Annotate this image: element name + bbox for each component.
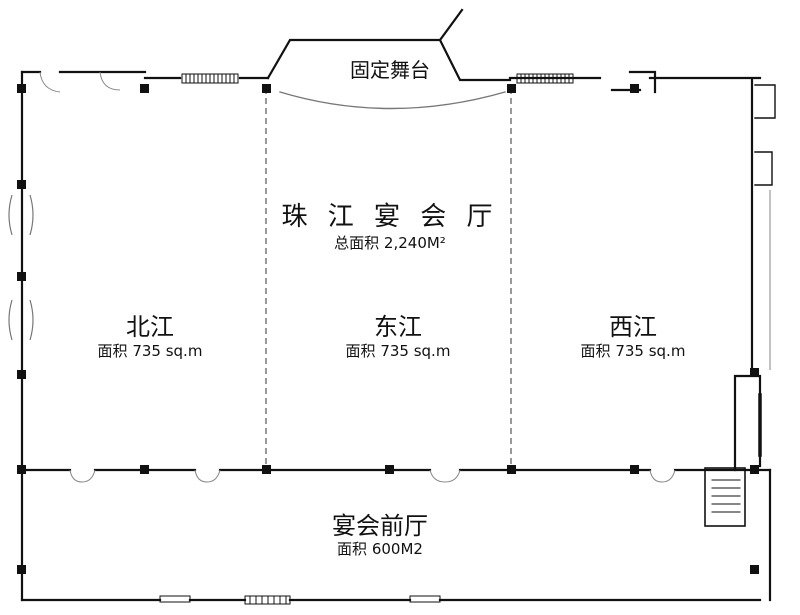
hall-area: 总面积 2,240M² bbox=[334, 234, 446, 252]
room-west-area: 面积 735 sq.m bbox=[580, 342, 686, 360]
wall-right-lower bbox=[733, 374, 762, 472]
stage-wall bbox=[266, 8, 512, 82]
stage-label: 固定舞台 bbox=[350, 58, 430, 82]
room-east-area: 面积 735 sq.m bbox=[345, 342, 451, 360]
stage-edge bbox=[279, 91, 506, 110]
room-east-name: 东江 bbox=[374, 313, 422, 341]
room-north-area: 面积 735 sq.m bbox=[97, 342, 203, 360]
hall-name: 珠 江 宴 会 厅 bbox=[281, 202, 499, 232]
wall-top-left bbox=[20, 70, 270, 80]
room-north-name: 北江 bbox=[126, 313, 174, 341]
wall-top-right bbox=[508, 70, 762, 94]
room-west-name: 西江 bbox=[609, 313, 657, 341]
foyer-area: 面积 600M2 bbox=[337, 540, 423, 558]
stair-block bbox=[704, 467, 746, 527]
foyer-name: 宴会前厅 bbox=[332, 512, 428, 540]
